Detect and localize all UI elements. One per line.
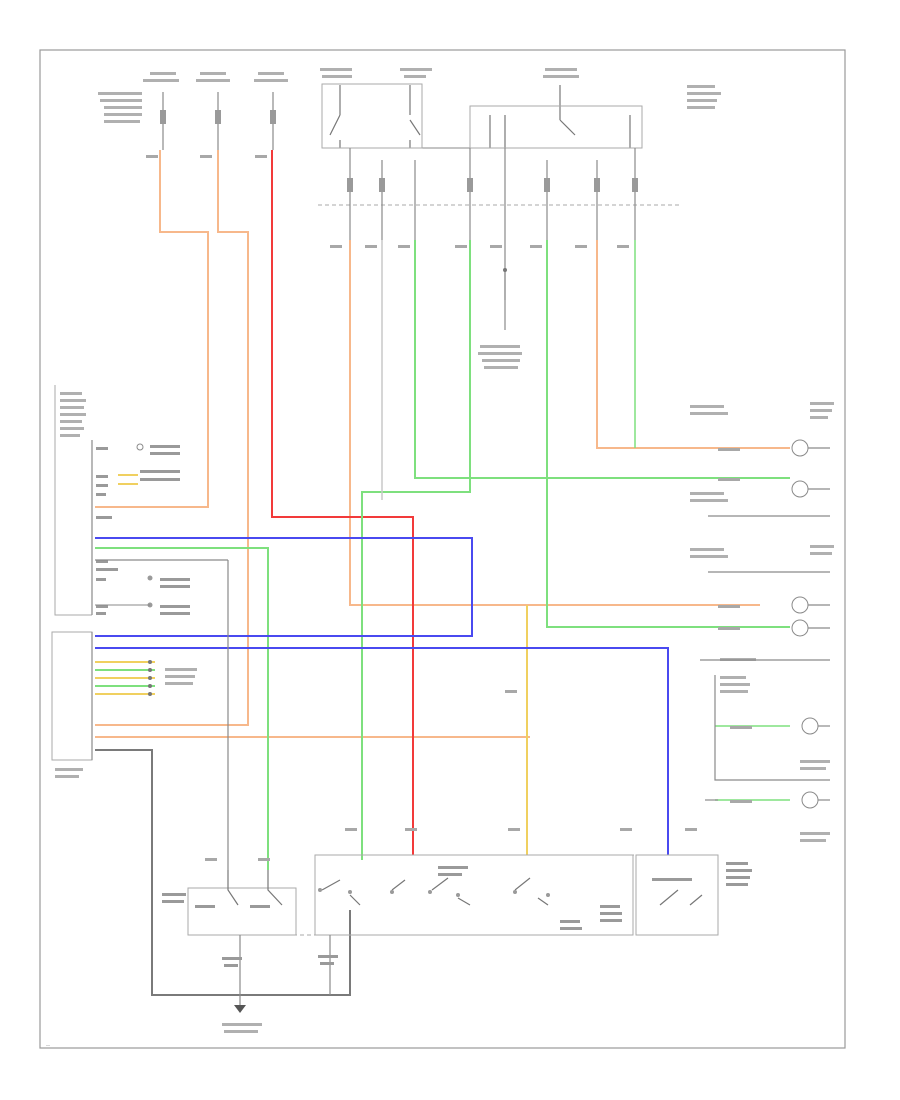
wire-blue-1 bbox=[95, 537, 473, 637]
left-module bbox=[54, 385, 229, 870]
wire-green-1 bbox=[95, 547, 269, 870]
wire-orange-1 bbox=[95, 150, 209, 508]
lamp-side-turn-right-icon bbox=[791, 480, 809, 498]
wire-blue-2 bbox=[95, 647, 669, 855]
wire-red bbox=[271, 150, 414, 855]
bottom-switches bbox=[162, 854, 752, 1033]
wire-green-6 bbox=[715, 725, 790, 801]
wire-orange-3 bbox=[349, 240, 760, 606]
instrument-cluster bbox=[51, 631, 351, 996]
lamp-rear-turn-left-icon bbox=[801, 717, 819, 735]
diagram-frame bbox=[39, 49, 846, 1049]
lamp-rear-turn-right-icon bbox=[801, 791, 819, 809]
right-lamps bbox=[690, 402, 834, 842]
wire-orange-5 bbox=[596, 240, 790, 449]
ground-symbol-icon bbox=[234, 995, 246, 1013]
lamp-front-turn-right-icon bbox=[791, 439, 809, 457]
lamp-side-turn-left-icon bbox=[791, 619, 809, 637]
wire-orange-2 bbox=[95, 150, 249, 726]
wire-harness bbox=[95, 150, 790, 870]
footer-label: — bbox=[46, 1042, 50, 1047]
wire-tags bbox=[146, 155, 752, 861]
top-fuse-section bbox=[98, 68, 721, 369]
wire-green-2 bbox=[414, 240, 790, 479]
wire-green-3 bbox=[361, 240, 471, 860]
wire-green-4 bbox=[546, 240, 790, 628]
lamp-front-turn-left-icon bbox=[791, 596, 809, 614]
